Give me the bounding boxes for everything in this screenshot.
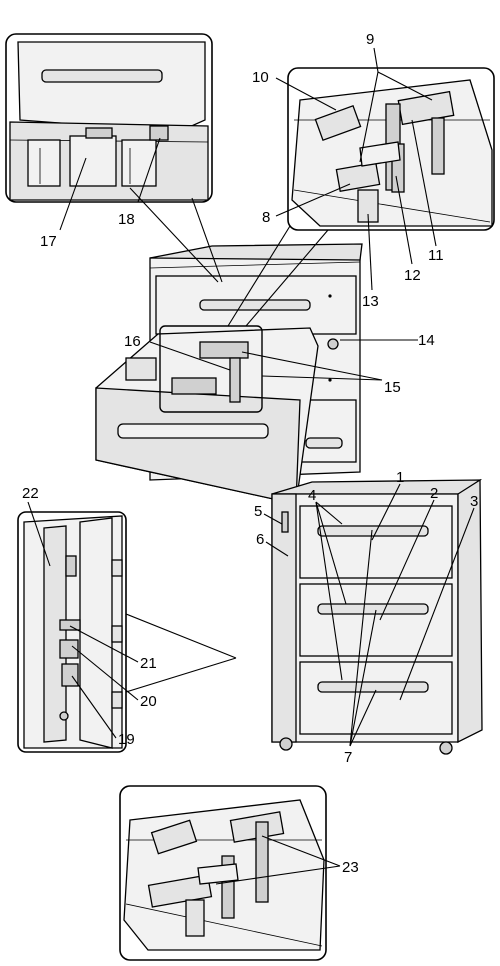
- label-15: 15: [384, 379, 401, 396]
- inset-tray-guides-23: [119, 785, 327, 961]
- label-5: 5: [254, 503, 262, 520]
- label-19: 19: [118, 731, 135, 748]
- inset-rear-tray: [5, 33, 213, 203]
- label-16: 16: [124, 333, 141, 350]
- label-7: 7: [344, 749, 352, 766]
- label-20: 20: [140, 693, 157, 710]
- label-14: 14: [418, 332, 435, 349]
- label-23: 23: [342, 859, 359, 876]
- inset-tray-guides: [287, 67, 495, 231]
- label-9: 9: [366, 31, 374, 48]
- inset-right-door: [17, 511, 127, 753]
- label-13: 13: [362, 293, 379, 310]
- label-4: 4: [308, 487, 316, 504]
- label-6: 6: [256, 531, 264, 548]
- label-1: 1: [396, 469, 404, 486]
- label-2: 2: [430, 485, 438, 502]
- label-8: 8: [262, 209, 270, 226]
- cabinet-front: [271, 478, 483, 755]
- label-3: 3: [470, 493, 478, 510]
- label-10: 10: [252, 69, 269, 86]
- label-11: 11: [428, 247, 444, 264]
- label-17: 17: [40, 233, 57, 250]
- part-number-labels: 9 10 8 11 12 13 17 18 14 16 15 22 1 2 3 …: [22, 31, 478, 876]
- label-22: 22: [22, 485, 39, 502]
- main-unit-drawer-open: [95, 243, 363, 505]
- callout-lines: [27, 47, 475, 885]
- label-18: 18: [118, 211, 135, 228]
- label-12: 12: [404, 267, 421, 284]
- label-21: 21: [140, 655, 157, 672]
